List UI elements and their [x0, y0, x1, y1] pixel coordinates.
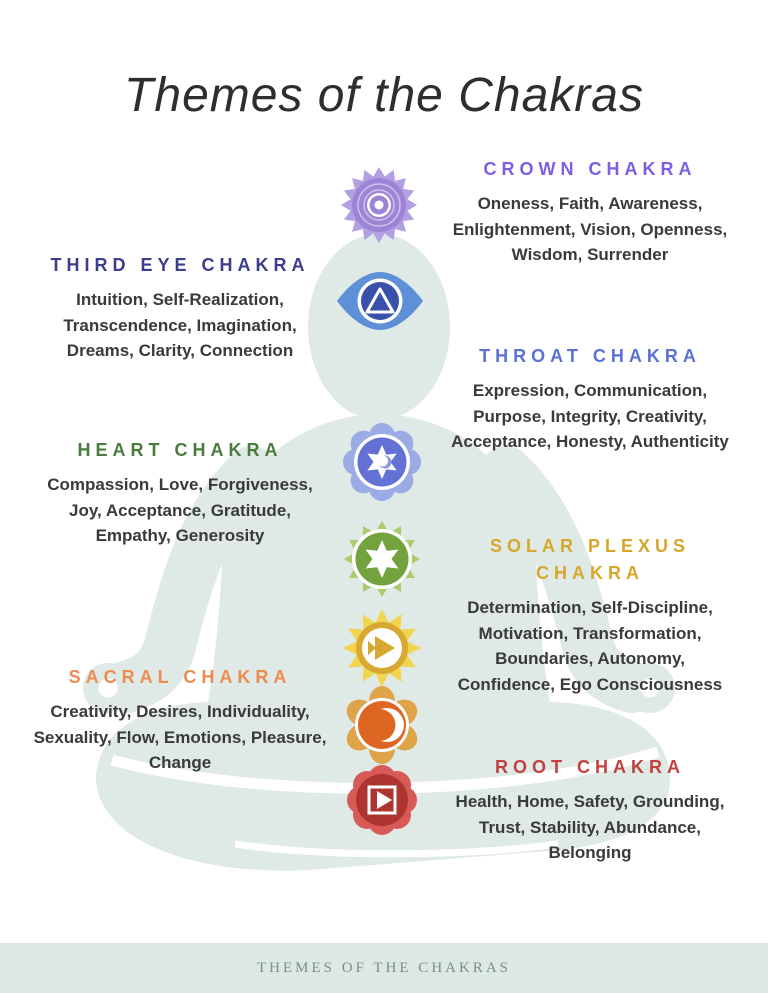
chakra-description-sacral: Creativity, Desires, Individuality, Sexu… [33, 702, 327, 772]
chakra-section-third-eye: THIRD EYE CHAKRA Intuition, Self-Realiza… [35, 252, 325, 364]
third-eye-icon [337, 272, 423, 330]
throat-lotus-icon [343, 423, 421, 501]
root-square-icon [347, 765, 417, 835]
chakra-description-heart: Compassion, Love, Forgiveness, Joy, Acce… [47, 475, 313, 545]
chakra-section-crown: CROWN CHAKRA Oneness, Faith, Awareness, … [440, 156, 740, 268]
chakra-heading-heart: HEART CHAKRA [77, 440, 283, 460]
page-title: Themes of the Chakras [124, 69, 644, 122]
chakra-heading-root: ROOT CHAKRA [495, 757, 685, 777]
chakra-heading-third-eye: THIRD EYE CHAKRA [50, 255, 310, 275]
sacral-moon-icon [346, 686, 418, 764]
solar-plexus-icon [343, 609, 421, 687]
chakra-description-third-eye: Intuition, Self-Realization, Transcenden… [63, 290, 297, 360]
footer-title: THEMES OF THE CHAKRAS [257, 959, 511, 976]
heart-star-icon [344, 521, 420, 597]
chakra-description-root: Health, Home, Safety, Grounding, Trust, … [455, 792, 725, 862]
chakra-heading-sacral: SACRAL CHAKRA [68, 667, 292, 687]
chakra-heading-crown: CROWN CHAKRA [483, 159, 697, 179]
chakra-heading-throat: THROAT CHAKRA [479, 346, 701, 366]
chakra-description-solar-plexus: Determination, Self-Discipline, Motivati… [457, 598, 723, 694]
footer-band: THEMES OF THE CHAKRAS [0, 943, 768, 993]
chakra-section-sacral: SACRAL CHAKRA Creativity, Desires, Indiv… [25, 664, 335, 776]
chakra-heading-solar-plexus: SOLAR PLEXUS CHAKRA [489, 536, 691, 583]
chakra-section-solar-plexus: SOLAR PLEXUS CHAKRA Determination, Self-… [445, 533, 735, 697]
crown-lotus-icon [341, 167, 417, 243]
chakra-section-throat: THROAT CHAKRA Expression, Communication,… [444, 343, 736, 455]
chakra-description-crown: Oneness, Faith, Awareness, Enlightenment… [452, 194, 728, 264]
chakra-description-throat: Expression, Communication, Purpose, Inte… [451, 381, 729, 451]
chakra-section-heart: HEART CHAKRA Compassion, Love, Forgivene… [35, 437, 325, 549]
chakra-section-root: ROOT CHAKRA Health, Home, Safety, Ground… [440, 754, 740, 866]
